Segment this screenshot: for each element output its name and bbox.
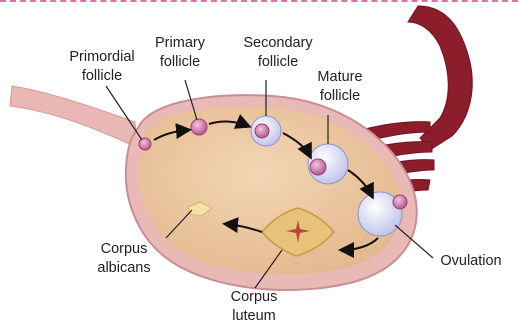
ovarian-ligament (10, 86, 138, 148)
label-secondary-follicle: Secondary follicle (226, 34, 330, 72)
label-mature-follicle: Mature follicle (298, 68, 382, 106)
primordial-follicle (139, 138, 151, 150)
ovulating-egg (393, 195, 407, 209)
label-primordial-follicle: Primordial follicle (52, 48, 152, 86)
mature-follicle (310, 159, 326, 175)
label-corpus-luteum: Corpus luteum (214, 288, 294, 326)
label-ovulation: Ovulation (428, 252, 514, 271)
label-primary-follicle: Primary follicle (138, 34, 222, 72)
label-corpus-albicans: Corpus albicans (84, 240, 164, 278)
primary-follicle (191, 119, 207, 135)
secondary-follicle (255, 124, 269, 138)
